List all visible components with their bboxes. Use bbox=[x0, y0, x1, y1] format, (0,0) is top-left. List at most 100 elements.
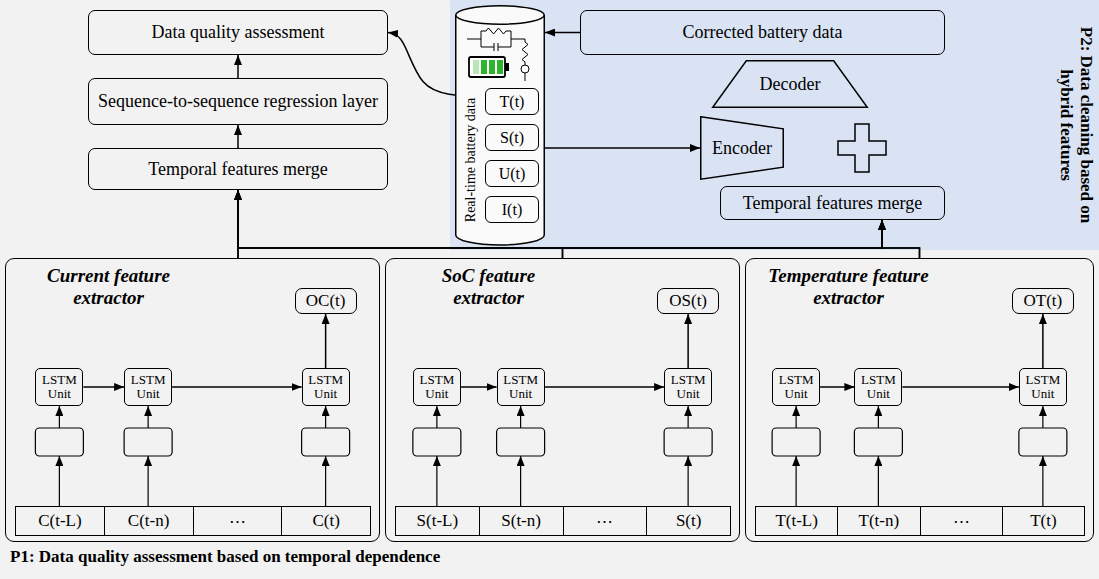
battery-icon bbox=[469, 57, 505, 77]
input-arrow bbox=[520, 456, 521, 506]
process-box: Corrected battery data bbox=[580, 10, 945, 55]
input-arrow bbox=[148, 456, 149, 506]
input-cell: ⋯ bbox=[920, 506, 1003, 536]
arrow-connector bbox=[902, 386, 1019, 388]
cell-label: S(t) bbox=[676, 511, 702, 531]
input-cell: ⋯ bbox=[193, 506, 283, 536]
panel-heading: Current feature extractor bbox=[26, 265, 191, 309]
region-band: P2: Data cleaning based on hybrid featur… bbox=[450, 0, 1099, 250]
battery-terminal bbox=[505, 63, 509, 71]
signal-box: T(t) bbox=[485, 88, 539, 115]
box-label: OC(t) bbox=[306, 291, 346, 311]
signal-name: S(t) bbox=[500, 129, 524, 147]
extractor-panel: Current feature extractorOC(t) LSTM Unit L… bbox=[5, 258, 380, 542]
process-box: Temporal features merge bbox=[88, 148, 388, 190]
embedding-box bbox=[302, 428, 350, 456]
embedding-box bbox=[664, 428, 712, 456]
arrow-connector bbox=[388, 33, 455, 96]
process-box: Sequence-to-sequence regression layer bbox=[88, 78, 388, 125]
plus-symbol bbox=[838, 124, 886, 172]
arrow-connector bbox=[238, 190, 920, 258]
lstm-unit: LSTM Unit bbox=[124, 368, 172, 406]
battery-level-bar bbox=[497, 60, 503, 74]
lstm-unit: LSTM Unit bbox=[413, 368, 461, 406]
cell-label: S(t-n) bbox=[501, 511, 541, 531]
signal-name: I(t) bbox=[502, 201, 522, 219]
input-arrow bbox=[520, 406, 521, 428]
input-cell: ⋯ bbox=[563, 506, 648, 536]
process-box: Temporal features merge bbox=[720, 186, 945, 220]
box-label: Temporal features merge bbox=[743, 193, 922, 214]
cylinder-top bbox=[456, 6, 545, 25]
unit-label: LSTM Unit bbox=[414, 373, 460, 400]
arrow-connector bbox=[237, 55, 239, 78]
arrow-connector bbox=[1042, 314, 1044, 368]
input-cell: S(t-n) bbox=[479, 506, 564, 536]
output-box: OC(t) bbox=[295, 288, 357, 314]
box-label: Sequence-to-sequence regression layer bbox=[98, 91, 378, 112]
arrow-connector bbox=[325, 314, 327, 368]
input-cell: C(t-n) bbox=[104, 506, 194, 536]
unit-label: LSTM Unit bbox=[36, 373, 82, 400]
lstm-unit: LSTM Unit bbox=[497, 368, 545, 406]
embedding-box bbox=[413, 428, 461, 456]
cell-label: T(t) bbox=[1030, 511, 1056, 531]
input-arrow bbox=[1042, 406, 1043, 428]
arrow-connector bbox=[687, 314, 689, 368]
output-box: OS(t) bbox=[657, 288, 719, 314]
input-arrow bbox=[59, 456, 60, 506]
source-symbol bbox=[521, 65, 529, 73]
block-label: Decoder bbox=[760, 74, 821, 95]
arrow-connector bbox=[820, 386, 854, 388]
input-cell: T(t) bbox=[1002, 506, 1085, 536]
box-label: OT(t) bbox=[1024, 291, 1063, 311]
arrow-connector bbox=[238, 190, 563, 258]
decoder-outline bbox=[713, 61, 868, 108]
arrow-connector bbox=[237, 125, 239, 148]
unit-label: LSTM Unit bbox=[125, 373, 171, 400]
encoder-outline bbox=[701, 117, 784, 180]
panel-heading: Temperature feature extractor bbox=[766, 265, 931, 309]
input-arrow bbox=[796, 406, 797, 428]
unit-label: LSTM Unit bbox=[1020, 373, 1066, 400]
lstm-unit: LSTM Unit bbox=[302, 368, 350, 406]
input-arrow bbox=[688, 456, 689, 506]
box-label: OS(t) bbox=[669, 291, 707, 311]
arrow-connector bbox=[545, 147, 700, 149]
input-arrow bbox=[878, 456, 879, 506]
input-arrow bbox=[148, 406, 149, 428]
embedding-box bbox=[854, 428, 902, 456]
input-cell: T(t-n) bbox=[837, 506, 920, 536]
input-arrow bbox=[796, 456, 797, 506]
unit-label: LSTM Unit bbox=[773, 373, 819, 400]
lstm-unit: LSTM Unit bbox=[664, 368, 712, 406]
unit-label: LSTM Unit bbox=[498, 373, 544, 400]
unit-label: LSTM Unit bbox=[855, 373, 901, 400]
panel-heading: SoC feature extractor bbox=[406, 265, 571, 309]
lstm-unit: LSTM Unit bbox=[1019, 368, 1067, 406]
cell-label: ⋯ bbox=[229, 511, 246, 532]
embedding-box bbox=[35, 428, 83, 456]
input-cell: T(t-L) bbox=[755, 506, 838, 536]
embedding-box bbox=[772, 428, 820, 456]
lstm-unit: LSTM Unit bbox=[35, 368, 83, 406]
extractor-panel: SoC feature extractorOS(t) LSTM Unit LSTM … bbox=[385, 258, 740, 542]
process-box: Data quality assessment bbox=[88, 10, 388, 55]
input-cell: S(t-L) bbox=[395, 506, 480, 536]
region-heading: P2: Data cleaning based on hybrid featur… bbox=[1057, 5, 1096, 245]
arrow-connector bbox=[545, 32, 580, 34]
unit-label: LSTM Unit bbox=[303, 373, 349, 400]
cell-label: ⋯ bbox=[596, 511, 613, 532]
arrow-connector bbox=[83, 386, 124, 388]
cylinder-body bbox=[456, 15, 545, 245]
cell-label: S(t-L) bbox=[417, 511, 459, 531]
arrow-connector bbox=[461, 386, 497, 388]
signal-name: U(t) bbox=[499, 165, 526, 183]
circuit-symbol bbox=[467, 28, 528, 81]
input-arrow bbox=[436, 406, 437, 428]
arrow-connector bbox=[563, 220, 883, 258]
signal-name: T(t) bbox=[500, 93, 525, 111]
input-cell: C(t) bbox=[281, 506, 371, 536]
arrow-connector bbox=[237, 190, 239, 258]
